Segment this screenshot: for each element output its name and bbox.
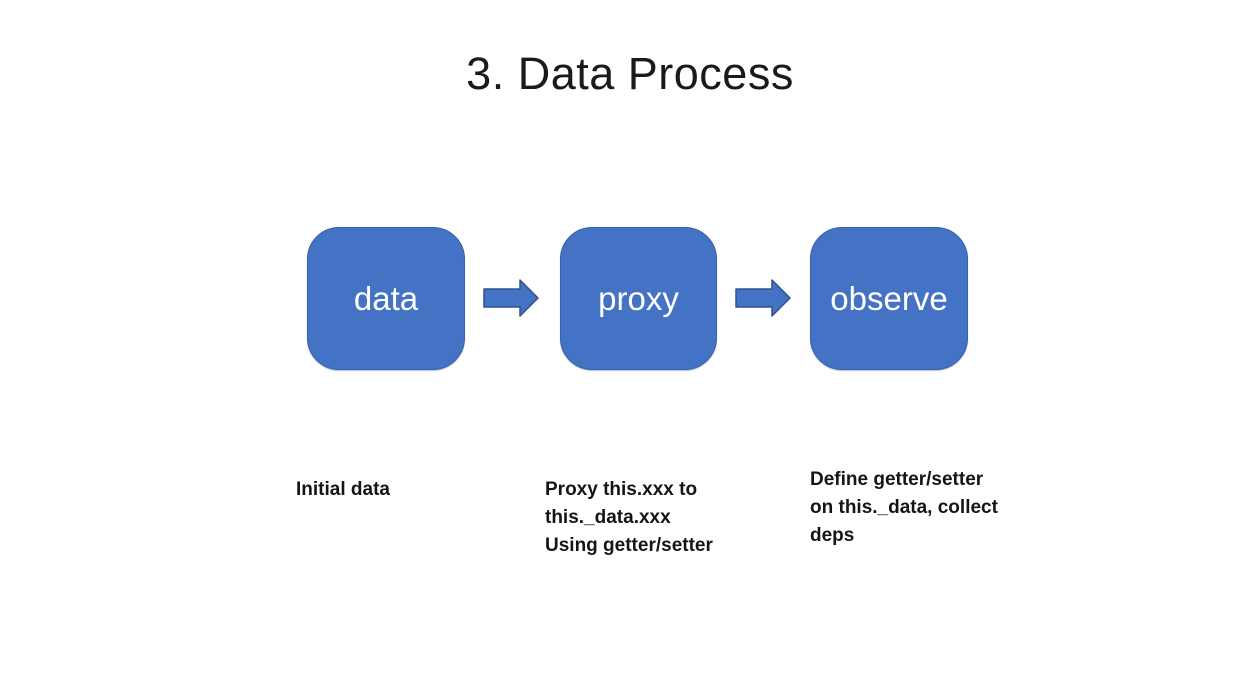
caption-observe: Define getter/setter on this._data, coll…	[810, 469, 998, 546]
caption-data: Initial data	[296, 479, 390, 500]
flow-node-proxy-label: proxy	[598, 280, 679, 317]
flow-node-data: data	[307, 227, 465, 370]
flow-node-observe-label: observe	[830, 280, 948, 317]
caption-proxy: Proxy this.xxx to this._data.xxx Using g…	[545, 479, 713, 556]
right-block-arrow-icon	[483, 279, 539, 317]
flow-node-data-label: data	[353, 280, 419, 317]
flow-node-proxy: proxy	[560, 227, 717, 370]
right-block-arrow-icon	[735, 279, 791, 317]
flow-node-observe: observe	[810, 227, 968, 370]
page-title: 3. Data Process	[466, 48, 794, 99]
